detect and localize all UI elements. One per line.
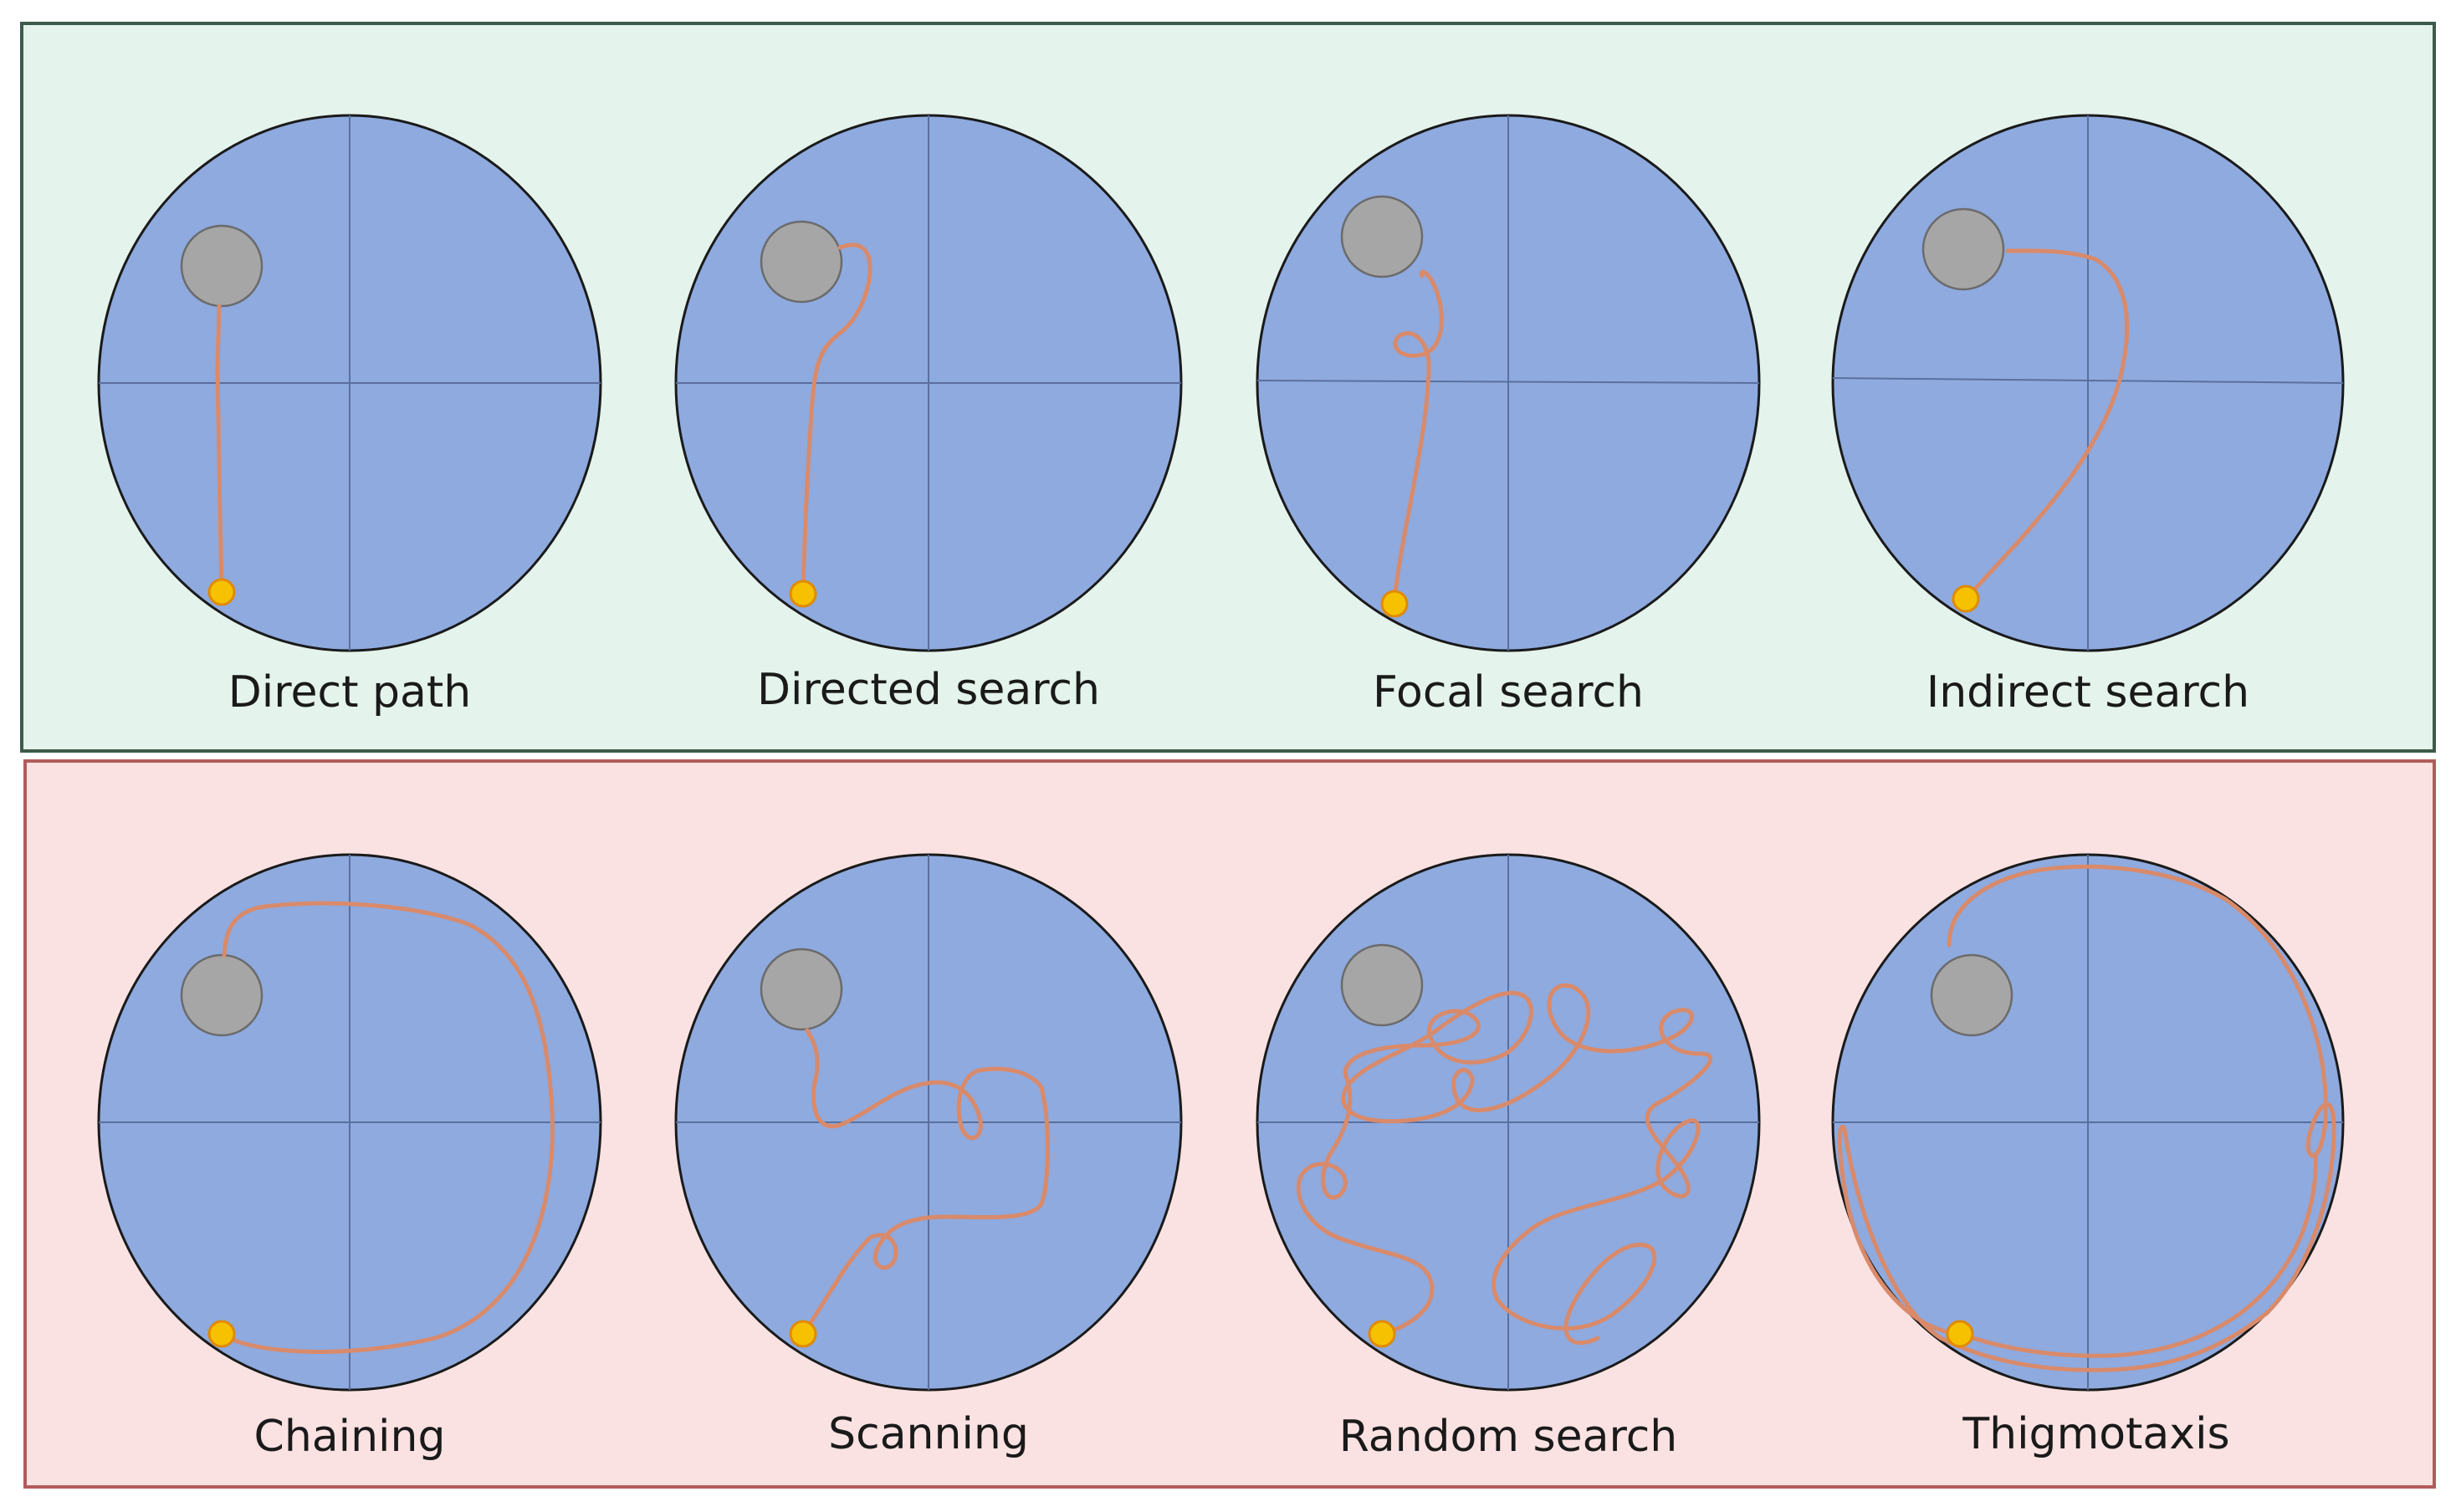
diagram-indirect-search: Indirect search [1831,114,2345,718]
platform [1340,195,1424,278]
diagram-direct-path: Direct path [97,114,602,718]
diagram-directed-search: Directed search [674,114,1183,715]
platform [1340,943,1424,1027]
platform [1930,953,2013,1037]
swim-path [801,243,872,596]
swim-path [219,901,555,1354]
platform [180,953,264,1037]
diagram-label: Direct path [228,667,471,718]
start-point [789,1320,817,1348]
platform [760,220,843,304]
swim-path [801,1028,1050,1336]
swim-path [1963,248,2130,601]
start-point [1368,1320,1396,1348]
diagram-thigmotaxis: Thigmotaxis [1831,853,2345,1459]
platform [760,948,843,1031]
swim-path [1296,983,1713,1346]
start-point [207,578,236,606]
swim-path [1837,864,2336,1372]
start-point [1380,590,1409,618]
start-point [789,580,817,608]
diagram-random-search: Random search [1256,853,1761,1462]
diagram-label: Thigmotaxis [1962,1409,2229,1459]
start-point [1946,1320,1974,1348]
diagram-label: Chaining [254,1412,446,1462]
diagram-label: Focal search [1373,667,1644,718]
diagram-label: Indirect search [1926,667,2249,718]
start-point [1952,585,1980,613]
diagram-label: Directed search [757,665,1100,715]
pool-axis-horizontal [1256,380,1760,384]
diagram-label: Random search [1339,1412,1678,1462]
diagram-label: Scanning [828,1409,1029,1459]
diagram-focal-search: Focal search [1256,114,1761,718]
swim-path [215,304,224,595]
start-point [207,1320,236,1348]
pool-axis-horizontal [1832,377,2344,384]
platform [180,224,264,308]
platform [1921,207,2005,291]
diagram-scanning: Scanning [674,853,1183,1459]
swim-path [1392,269,1444,606]
diagram-chaining: Chaining [97,853,602,1462]
